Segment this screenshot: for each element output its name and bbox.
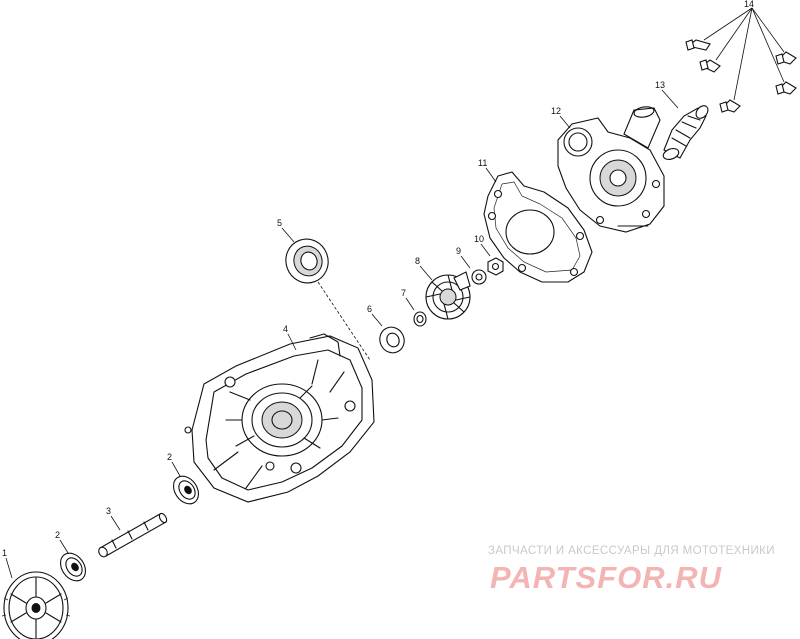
- part-7-ring: [413, 311, 427, 327]
- callout-3: 3: [106, 506, 111, 516]
- callout-6: 6: [367, 304, 372, 314]
- bolt: [775, 81, 797, 95]
- leader-8: [419, 265, 433, 281]
- part-1-drive-gear: [1, 571, 71, 639]
- part-13-elbow-fitting: [662, 105, 709, 160]
- part-2-bearing-lower: [59, 552, 87, 582]
- part-9-washer: [471, 269, 487, 285]
- leader-11: [485, 167, 497, 183]
- leader-2-upper: [171, 461, 181, 477]
- callout-12: 12: [551, 106, 561, 116]
- part-6-bushing: [379, 326, 405, 354]
- callout-13: 13: [655, 80, 665, 90]
- callout-14: 14: [744, 0, 754, 9]
- assembly-line-5: [317, 281, 371, 361]
- leader-1: [5, 557, 13, 579]
- callout-11: 11: [478, 158, 487, 168]
- callout-labels: 1 2 3 2 4 5 6 7 8 9 10 11 12 13 14: [2, 0, 754, 558]
- part-5-seal: [285, 238, 329, 284]
- leaders-14: [703, 7, 785, 101]
- leader-4: [287, 333, 297, 351]
- callout-10: 10: [474, 234, 484, 244]
- bolt: [699, 59, 721, 73]
- callout-4: 4: [283, 324, 288, 334]
- bolt: [775, 51, 797, 65]
- leader-6: [371, 313, 383, 327]
- part-10-nut: [487, 257, 504, 276]
- bolt: [685, 39, 711, 51]
- callout-7: 7: [401, 288, 406, 298]
- callout-2-lower: 2: [55, 530, 60, 540]
- leader-5: [281, 227, 295, 243]
- leader-12: [559, 115, 571, 129]
- leader-3: [110, 515, 121, 531]
- watermark-tagline: ЗАПЧАСТИ И АКСЕССУАРЫ ДЛЯ МОТОТЕХНИКИ: [488, 545, 775, 557]
- leader-13: [661, 89, 679, 109]
- part-14-bolts: [685, 39, 797, 113]
- part-8-impeller: [425, 271, 471, 320]
- leader-2-lower: [59, 539, 69, 554]
- leader-10: [480, 243, 491, 257]
- part-11-gasket: [483, 171, 593, 283]
- part-3-shaft: [98, 512, 168, 558]
- leader-9: [460, 255, 471, 269]
- bolt: [719, 99, 741, 113]
- callout-5: 5: [277, 218, 282, 228]
- watermark-logo: PARTSFOR.RU: [490, 560, 723, 595]
- callout-8: 8: [415, 256, 420, 266]
- callout-9: 9: [456, 246, 461, 256]
- callout-2-upper: 2: [167, 452, 172, 462]
- callout-1: 1: [2, 548, 7, 558]
- leader-7: [405, 297, 415, 311]
- part-4-housing: [184, 333, 375, 503]
- part-2-bearing-upper: [172, 475, 200, 505]
- part-12-pump-cover: [557, 106, 665, 233]
